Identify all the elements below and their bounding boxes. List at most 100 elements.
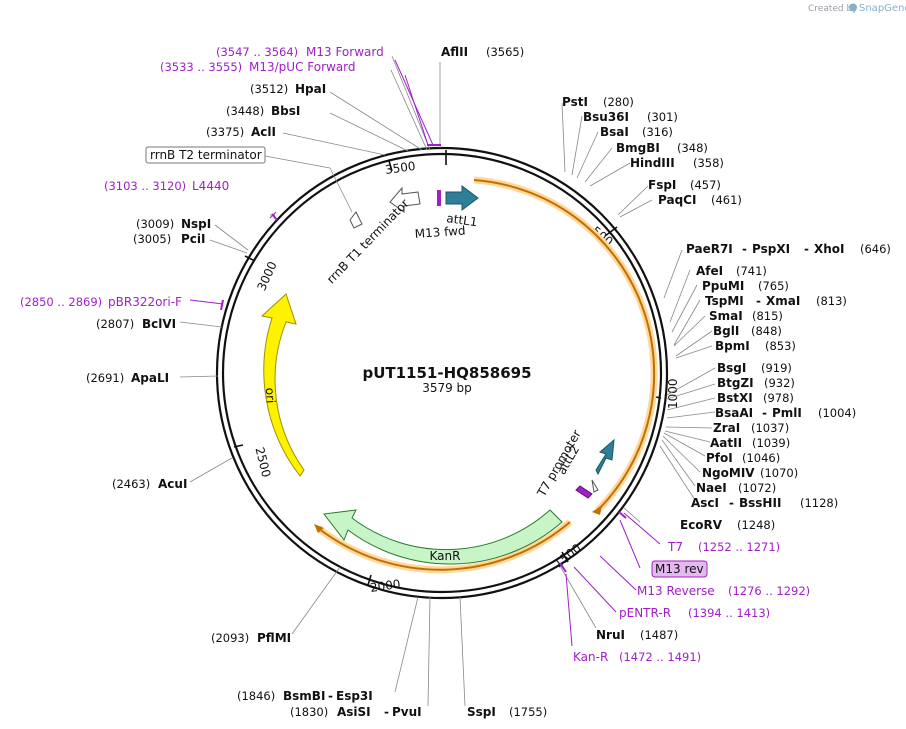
enzyme-xmai[interactable]: XmaI	[766, 294, 800, 308]
credit-brand: SnapGene	[859, 3, 906, 14]
enzyme-psti[interactable]: PstI	[562, 95, 588, 109]
enzyme-acli[interactable]: AclI	[251, 125, 276, 139]
enzyme-bclvi-pos: (2807)	[96, 317, 134, 331]
enzyme-asci-pos: (1128)	[800, 496, 838, 510]
enzyme-asci[interactable]: AscI	[691, 496, 719, 510]
kanr-arrow[interactable]	[323, 509, 563, 565]
primer-m13reverse[interactable]: M13 Reverse	[637, 584, 715, 598]
kanr-label: KanR	[430, 549, 461, 563]
enzyme-bsgi[interactable]: BsgI	[717, 361, 746, 375]
enzyme-paer7i[interactable]: PaeR7I	[686, 242, 733, 256]
enzyme-fspi-pos: (457)	[690, 178, 721, 192]
enzyme-aflii[interactable]: AflII	[441, 45, 468, 59]
enzyme-nspi-pos: (3009)	[136, 217, 174, 231]
primer-m13puc-pos: (3533 .. 3555)	[160, 60, 242, 74]
enzyme-afei[interactable]: AfeI	[696, 264, 723, 278]
enzyme-bclvi[interactable]: BclVI	[142, 317, 176, 331]
primer-pbr322-pos: (2850 .. 2869)	[20, 295, 102, 309]
primer-pbr322[interactable]: pBR322ori-F	[108, 295, 182, 309]
enzyme-pfoi[interactable]: PfoI	[706, 451, 733, 465]
m13fwd-feature[interactable]	[437, 190, 441, 206]
primer-t7[interactable]: T7	[667, 540, 683, 554]
enzyme-asisi[interactable]: AsiSI	[337, 705, 371, 719]
enzyme-sspi[interactable]: SspI	[467, 705, 496, 719]
enzyme-ngomiv[interactable]: NgoMIV	[702, 466, 755, 480]
rrnb-t1-arrow[interactable]	[389, 186, 421, 213]
plasmid-length: 3579 bp	[422, 381, 472, 395]
enzyme-tspmi-sep: -	[756, 294, 761, 308]
primer-m13puc[interactable]: M13/pUC Forward	[249, 60, 356, 74]
primer-kanr[interactable]: Kan-R	[573, 650, 608, 664]
enzyme-pspxi[interactable]: PspXI	[752, 242, 790, 256]
enzyme-apali[interactable]: ApaLI	[131, 371, 169, 385]
enzyme-esp3i[interactable]: Esp3I	[336, 689, 373, 703]
enzyme-smai[interactable]: SmaI	[709, 309, 743, 323]
enzyme-hindiii[interactable]: HindIII	[630, 156, 675, 170]
enzyme-bsmbi[interactable]: BsmBI	[283, 689, 325, 703]
tick-label-2000: 2000	[369, 577, 401, 595]
primer-m13fwd[interactable]: M13 Forward	[306, 45, 384, 59]
enzyme-psti-pos: (280)	[603, 95, 634, 109]
backbone-outer	[215, 146, 669, 600]
enzyme-nspi[interactable]: NspI	[181, 217, 211, 231]
orf-arc-head-icon	[592, 505, 602, 515]
attl2-arrow[interactable]	[595, 438, 615, 476]
enzyme-bsu36i-pos: (301)	[647, 110, 678, 124]
enzyme-pflmi[interactable]: PflMI	[257, 631, 291, 645]
primer-m13rev-box[interactable]	[651, 560, 708, 578]
enzyme-paqci[interactable]: PaqCI	[658, 193, 696, 207]
enzyme-pcii[interactable]: PciI	[181, 232, 206, 246]
enzyme-ecorv-pos: (1248)	[737, 518, 775, 532]
enzyme-hpai[interactable]: HpaI	[295, 82, 326, 96]
enzyme-bsu36i[interactable]: Bsu36I	[583, 110, 629, 124]
enzyme-bsaai[interactable]: BsaAI	[715, 406, 753, 420]
orf-arc-bottom	[317, 521, 571, 571]
enzyme-tspmi[interactable]: TspMI	[705, 294, 744, 308]
enzyme-naei[interactable]: NaeI	[696, 481, 727, 495]
enzyme-asisi-pos: (1830)	[290, 705, 328, 719]
enzyme-bbsi[interactable]: BbsI	[271, 104, 300, 118]
enzyme-pcii-pos: (3005)	[133, 232, 171, 246]
enzyme-paer7i-pos: (646)	[860, 242, 891, 256]
credit-prefix: Created by	[808, 4, 858, 14]
orf-arc-bottom-head-icon	[314, 524, 324, 533]
enzyme-acli-pos: (3375)	[206, 125, 244, 139]
enzyme-bsshii[interactable]: BssHII	[739, 496, 781, 510]
enzyme-ngomiv-pos: (1070)	[760, 466, 798, 480]
attl1-label: attL1	[446, 211, 479, 229]
ori-arrow[interactable]	[260, 293, 305, 477]
enzyme-ppumi-pos: (765)	[758, 279, 789, 293]
enzyme-fspi[interactable]: FspI	[648, 178, 676, 192]
enzyme-bmgbi[interactable]: BmgBI	[616, 141, 660, 155]
enzyme-aflii-pos: (3565)	[486, 45, 524, 59]
enzyme-pfoi-pos: (1046)	[742, 451, 780, 465]
enzyme-acui[interactable]: AcuI	[158, 477, 187, 491]
enzyme-ppumi[interactable]: PpuMI	[702, 279, 744, 293]
attl1-arrow[interactable]	[445, 185, 479, 211]
enzyme-nrui[interactable]: NruI	[596, 628, 625, 642]
tick-label-3000: 3000	[255, 259, 280, 293]
enzyme-bsai[interactable]: BsaI	[600, 125, 629, 139]
enzyme-smai-pos: (815)	[752, 309, 783, 323]
enzyme-naei-pos: (1072)	[738, 481, 776, 495]
m13rev-feature[interactable]	[575, 485, 593, 499]
primer-pentr[interactable]: pENTR-R	[619, 606, 671, 620]
enzyme-bgli[interactable]: BglI	[713, 324, 739, 338]
enzyme-bsaai-sep: -	[762, 406, 767, 420]
primer-l4440[interactable]: L4440	[192, 179, 229, 193]
enzyme-zrai[interactable]: ZraI	[713, 421, 740, 435]
enzyme-xhoi[interactable]: XhoI	[814, 242, 845, 256]
enzyme-hpai-pos: (3512)	[250, 82, 288, 96]
t7-promoter-arrow[interactable]	[591, 479, 599, 493]
enzyme-pvui[interactable]: PvuI	[392, 705, 422, 719]
enzyme-bpmi[interactable]: BpmI	[715, 339, 750, 353]
enzyme-btgzi[interactable]: BtgZI	[717, 376, 754, 390]
rrnb-t2-arrow[interactable]	[349, 211, 363, 229]
enzyme-pmli[interactable]: PmlI	[772, 406, 802, 420]
enzyme-ecorv[interactable]: EcoRV	[680, 518, 723, 532]
tick-label-1500: 1500	[551, 541, 584, 571]
enzyme-aatii[interactable]: AatII	[710, 436, 742, 450]
tick-label-3500: 3500	[384, 159, 416, 177]
enzyme-bstxi[interactable]: BstXI	[717, 391, 753, 405]
